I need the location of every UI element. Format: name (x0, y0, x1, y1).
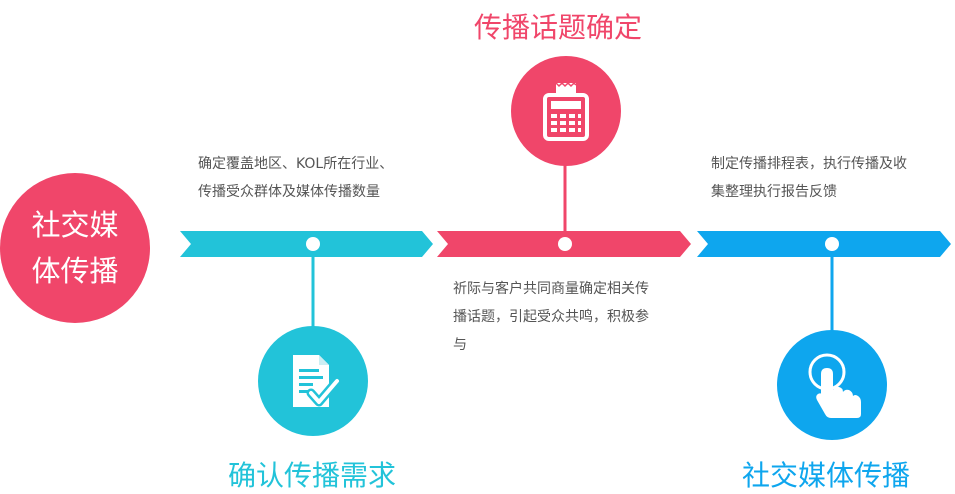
step2-icon-circle (511, 56, 621, 166)
step3-description: 制定传播排程表，执行传播及收 集整理执行报告反馈 (711, 150, 907, 206)
step2-title: 传播话题确定 (474, 11, 643, 44)
step1-icon-circle (258, 326, 368, 436)
main-topic-circle: 社交媒 体传播 (0, 173, 150, 323)
step3-description-line2: 集整理执行报告反馈 (711, 184, 837, 200)
step3-title: 社交媒体传播 (742, 459, 911, 492)
step3-description-line1: 制定传播排程表，执行传播及收 (711, 156, 907, 172)
main-topic-line2: 体传播 (31, 254, 119, 288)
step2-description-line2: 播话题，引起受众共鸣，积极参 (453, 309, 649, 325)
step1-description-line2: 传播受众群体及媒体传播数量 (198, 184, 380, 200)
ribbon-segment-3 (697, 231, 951, 257)
main-topic-line1: 社交媒 (31, 208, 119, 242)
step1-description: 确定覆盖地区、KOL所在行业、 传播受众群体及媒体传播数量 (198, 150, 393, 206)
timeline-dot-1 (306, 237, 320, 251)
touch-hand-icon (808, 353, 861, 418)
timeline-dot-3 (825, 237, 839, 251)
step3-icon-circle (777, 330, 887, 440)
step2-description-line3: 与 (453, 337, 467, 353)
step1-description-line1: 确定覆盖地区、KOL所在行业、 (198, 156, 394, 172)
step2-description: 祈际与客户共同商量确定相关传 播话题，引起受众共鸣，积极参 与 (453, 275, 649, 359)
step1-title: 确认传播需求 (228, 459, 397, 492)
timeline-dot-2 (558, 237, 572, 251)
receipt-calculator-icon (543, 81, 589, 141)
step2-description-line1: 祈际与客户共同商量确定相关传 (453, 281, 649, 297)
document-check-icon (293, 355, 342, 407)
